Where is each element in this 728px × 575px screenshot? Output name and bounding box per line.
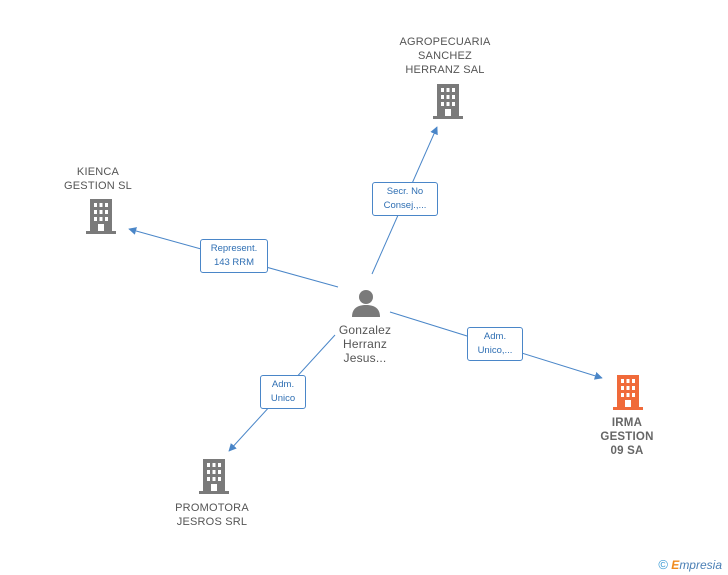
- person-icon[interactable]: [350, 288, 382, 318]
- relation-label-promotora: Adm. Unico: [260, 375, 306, 409]
- building-icon-kienca[interactable]: [85, 199, 117, 235]
- company-name-agropecuaria[interactable]: AGROPECUARIA SANCHEZ HERRANZ SAL: [399, 36, 491, 76]
- brand-logo-text: mpresia: [679, 558, 722, 572]
- person-name[interactable]: Gonzalez Herranz Jesus...: [338, 323, 392, 365]
- brand-logo-letter: E: [671, 558, 680, 572]
- building-icon-agropecuaria[interactable]: [432, 84, 464, 120]
- relation-label-irma: Adm. Unico,...: [467, 327, 523, 361]
- relation-label-kienca: Represent. 143 RRM: [200, 239, 268, 273]
- company-name-promotora[interactable]: PROMOTORA JESROS SRL: [175, 502, 249, 528]
- company-name-irma[interactable]: IRMA GESTION 09 SA: [600, 417, 654, 457]
- brand-footer[interactable]: © Empresia: [658, 557, 722, 572]
- relation-label-agropecuaria: Secr. No Consej.,...: [372, 182, 438, 216]
- copyright-symbol: ©: [658, 557, 668, 572]
- building-icon-irma[interactable]: [612, 375, 644, 411]
- company-name-kienca[interactable]: KIENCA GESTION SL: [63, 166, 133, 192]
- building-icon-promotora[interactable]: [198, 459, 230, 495]
